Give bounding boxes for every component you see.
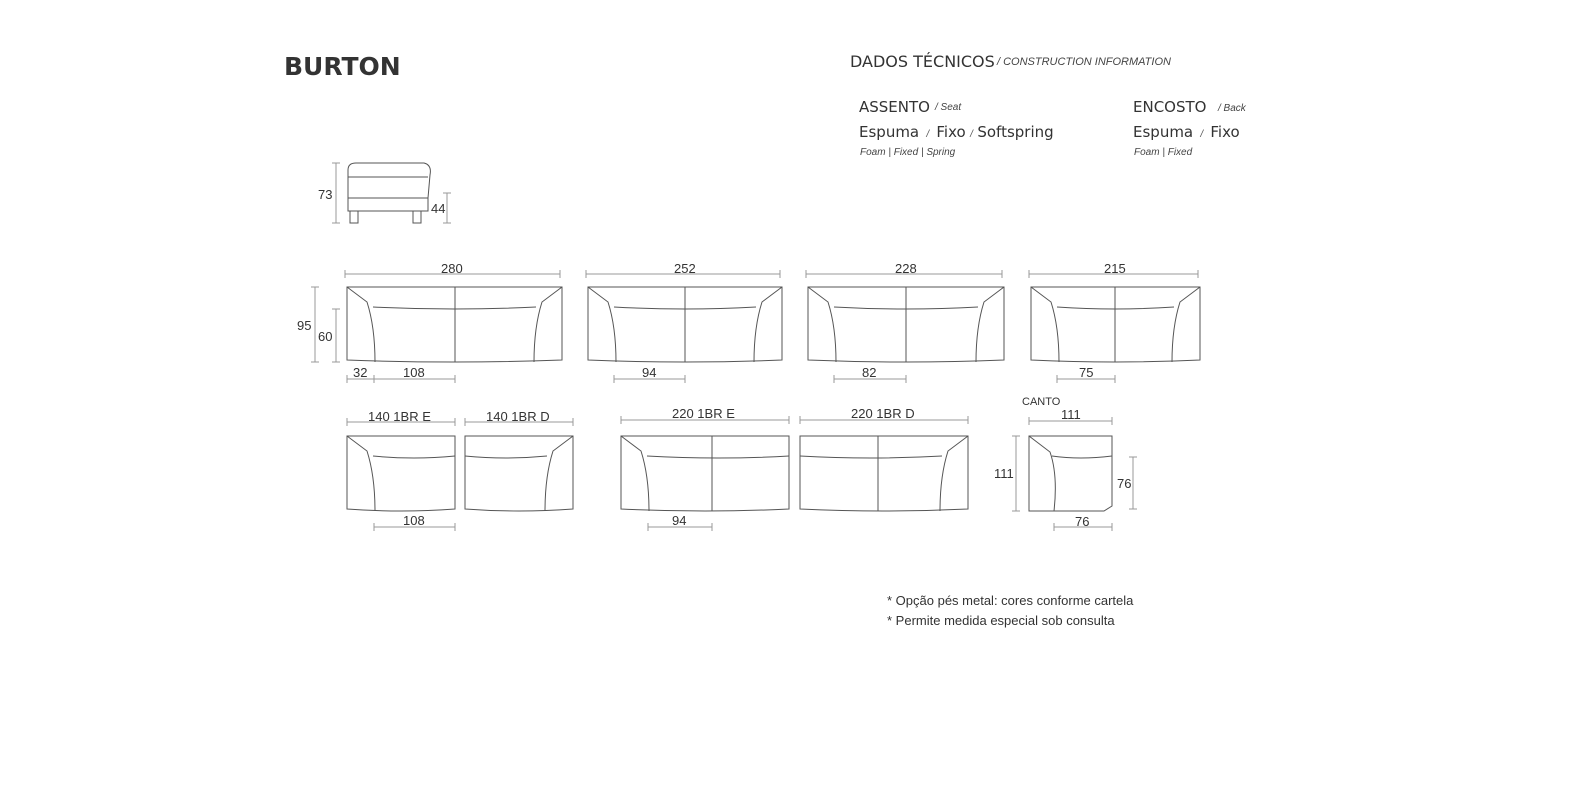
seat-material: Fixo [936, 123, 966, 141]
module-140-seat-label: 108 [403, 513, 425, 528]
module-220-e-left-arm [620, 435, 650, 512]
module-140-e-backrest [372, 455, 456, 459]
note-special-size: * Permite medida especial sob consulta [887, 613, 1115, 628]
sofa-228-left-arm [807, 286, 837, 363]
module-220-e-dim [620, 416, 790, 424]
sofa-280-right-arm [533, 286, 563, 363]
product-title: BURTON [284, 52, 401, 81]
seat-material: Espuma [859, 123, 920, 141]
module-140-e-label: 140 1BR E [368, 409, 431, 424]
note-metal-feet: * Opção pés metal: cores conforme cartel… [887, 593, 1134, 608]
arm-width-label: 32 [353, 365, 367, 380]
module-220-d-backrest [799, 455, 943, 459]
sofa-280-width-label: 280 [441, 261, 463, 276]
corner-arm [1028, 435, 1056, 512]
corner-outline [1028, 435, 1113, 512]
module-220-d-label: 220 1BR D [851, 406, 915, 421]
sofa-252-outline [587, 286, 783, 363]
seat-depth-dim [332, 308, 340, 363]
module-220-d-right-arm [939, 435, 969, 512]
sofa-252-seat-dim [613, 375, 686, 383]
module-140-d-dim [464, 418, 574, 426]
back-material: Fixo [1210, 123, 1240, 141]
side-seat-height-label: 44 [431, 201, 445, 216]
module-140-e-left-arm [346, 435, 376, 512]
sofa-228-seat-label: 82 [862, 365, 876, 380]
module-220-e-backrest [646, 455, 790, 459]
back-label-en: / Back [1218, 103, 1246, 114]
back-label: ENCOSTO [1133, 98, 1207, 116]
seat-depth-label: 60 [318, 329, 332, 344]
sofa-215-right-arm [1171, 286, 1201, 363]
sofa-215-width-label: 215 [1104, 261, 1126, 276]
side-seat-height-dim [443, 192, 451, 224]
sofa-215-seat-dim [1056, 375, 1116, 383]
module-220-d-outline [799, 435, 969, 512]
depth-total-dim [311, 286, 319, 363]
sofa-228-width-label: 228 [895, 261, 917, 276]
module-220-d-dim [799, 416, 969, 424]
technical-heading: DADOS TÉCNICOS [850, 52, 995, 71]
sofa-280-width-dim [344, 270, 561, 278]
sofa-252-left-arm [587, 286, 617, 363]
seat-materials: Espuma / Fixo / Softspring [859, 123, 1054, 141]
module-220-e-label: 220 1BR E [672, 406, 735, 421]
sofa-215-outline [1030, 286, 1201, 363]
module-140-d-label: 140 1BR D [486, 409, 550, 424]
sofa-228-outline [807, 286, 1005, 363]
back-materials: Espuma / Fixo [1133, 123, 1240, 141]
side-height-dim [332, 162, 340, 224]
sofa-228-width-dim [805, 270, 1003, 278]
corner-inner-depth-dim [1129, 456, 1137, 510]
corner-width-dim [1028, 417, 1113, 425]
sofa-280-outline [346, 286, 563, 363]
corner-inner-width-label: 76 [1075, 514, 1089, 529]
corner-label: CANTO [1022, 396, 1061, 408]
sofa-228-right-arm [975, 286, 1005, 363]
module-220-seat-dim [647, 523, 713, 531]
module-140-d-outline [464, 435, 574, 512]
seat-label: ASSENTO [859, 98, 930, 116]
module-140-seat-dim [373, 523, 456, 531]
sofa-215-left-arm [1030, 286, 1060, 363]
sofa-252-width-label: 252 [674, 261, 696, 276]
module-140-e-dim [346, 418, 456, 426]
module-140-d-right-arm [544, 435, 574, 512]
corner-inner-width-dim [1053, 523, 1113, 531]
depth-total-label: 95 [297, 318, 311, 333]
module-140-d-backrest [464, 455, 548, 459]
module-220-e-outline [620, 435, 790, 512]
seat-material: Softspring [977, 123, 1054, 141]
seat-materials-en: Foam | Fixed | Spring [860, 147, 956, 158]
side-view [347, 162, 431, 224]
back-materials-en: Foam | Fixed [1134, 147, 1193, 158]
sofa-280-left-arm [346, 286, 376, 363]
sofa-280-seat-label: 108 [403, 365, 425, 380]
corner-depth-dim [1012, 435, 1020, 512]
sofa-252-right-arm [753, 286, 783, 363]
sofa-215-seat-label: 75 [1079, 365, 1093, 380]
corner-backrest [1051, 455, 1113, 459]
corner-depth-label: 111 [994, 466, 1014, 481]
technical-heading-en: / CONSTRUCTION INFORMATION [997, 56, 1171, 68]
module-140-e-outline [346, 435, 456, 512]
corner-inner-depth-label: 76 [1117, 476, 1131, 491]
sofa-252-seat-label: 94 [642, 365, 656, 380]
sofa-215-width-dim [1028, 270, 1199, 278]
back-material: Espuma [1133, 123, 1194, 141]
sofa-228-seat-dim [833, 375, 907, 383]
sofa-280-seat-dim [373, 375, 456, 383]
side-height-label: 73 [318, 187, 332, 202]
sofa-252-width-dim [585, 270, 781, 278]
corner-width-label: 111 [1061, 407, 1081, 422]
module-220-seat-label: 94 [672, 513, 686, 528]
seat-label-en: / Seat [935, 102, 962, 113]
